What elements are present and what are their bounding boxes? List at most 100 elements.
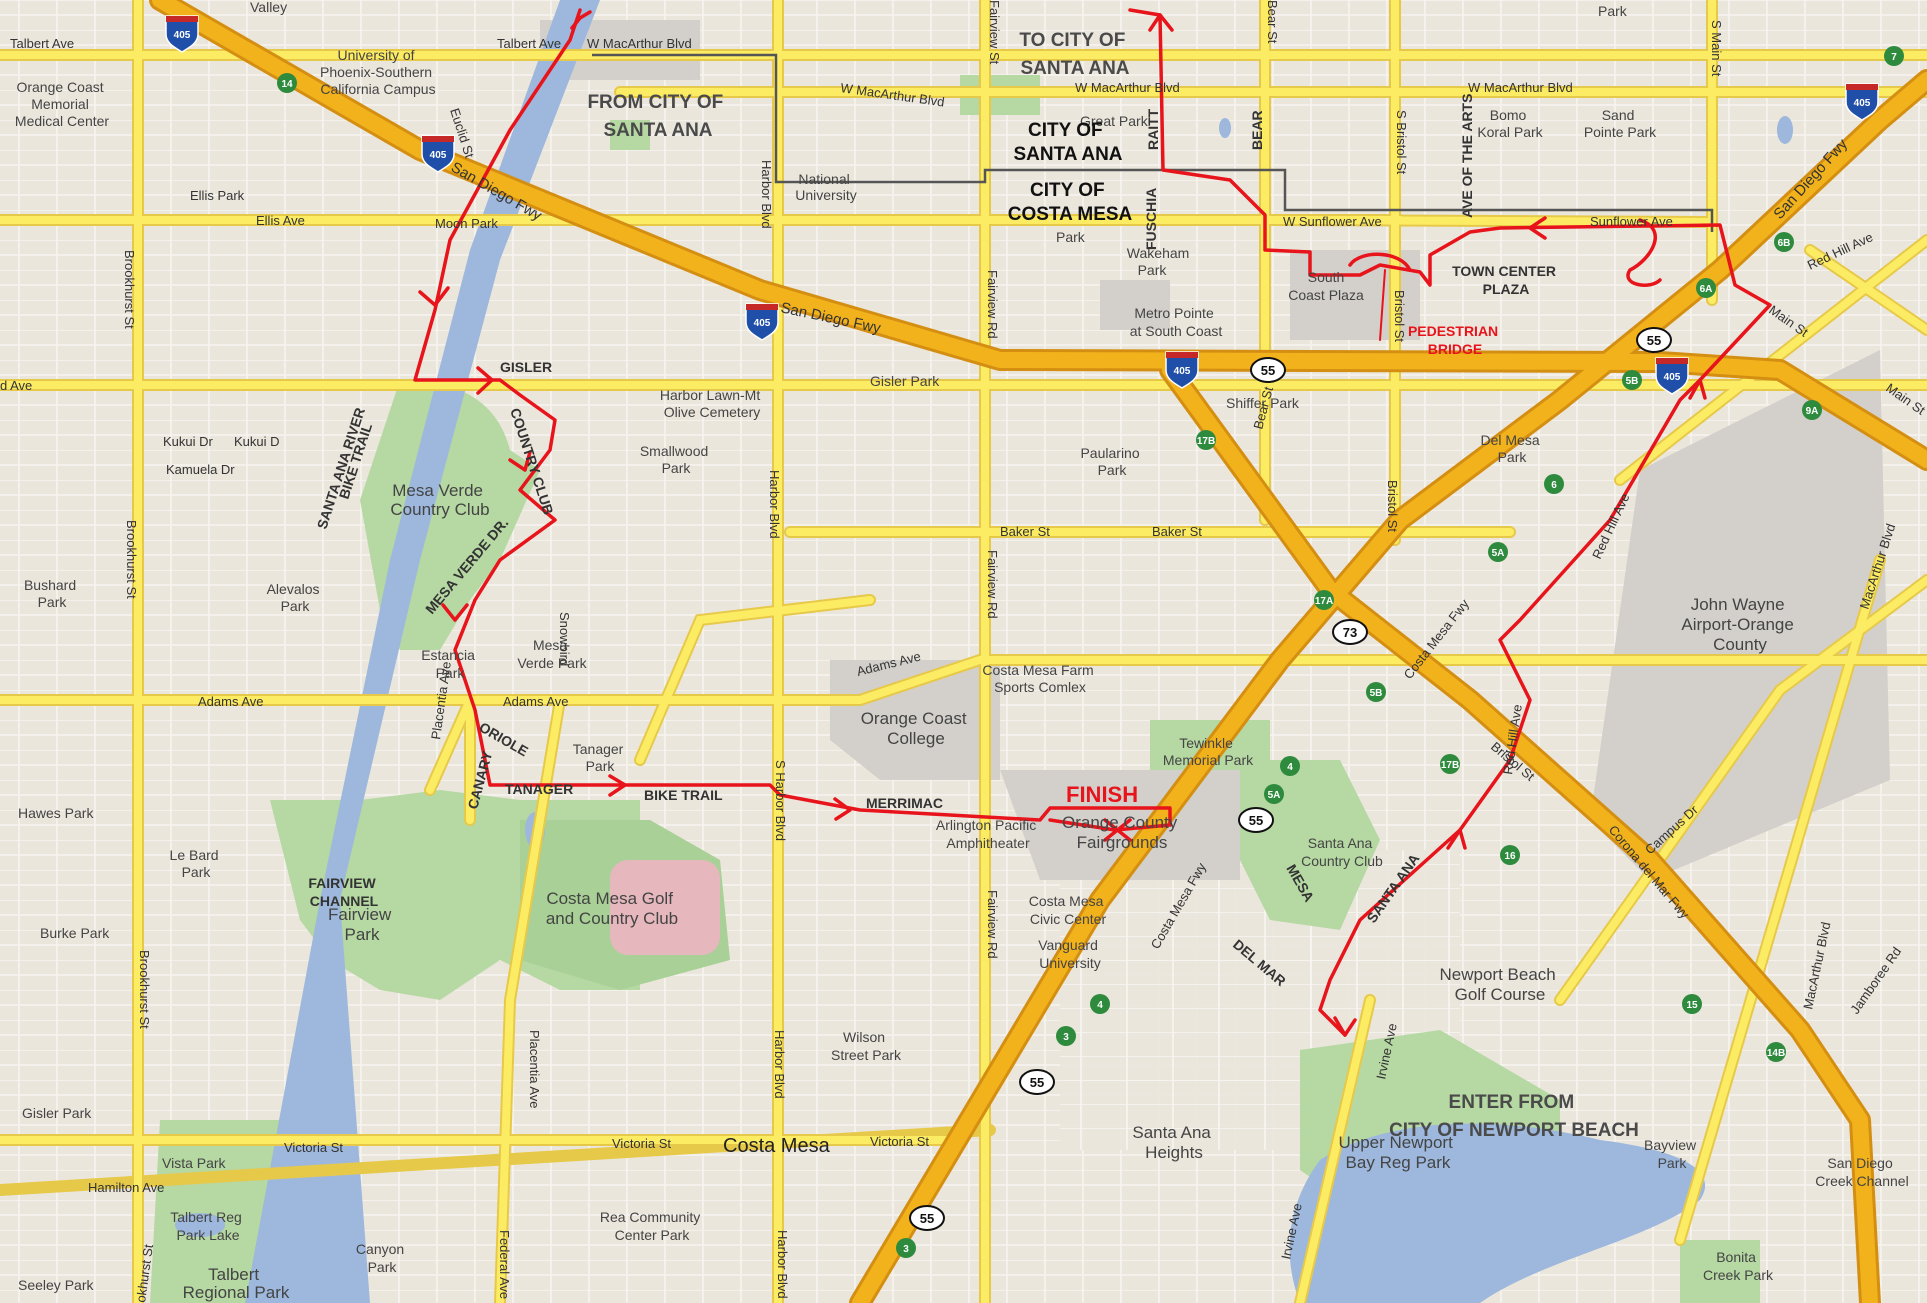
label-national-univ: National University (795, 171, 856, 203)
exit-badge-6: 6 (1551, 480, 1557, 491)
place-labels: Valley University of Phoenix-Southern Ca… (15, 0, 1909, 1302)
label-fairview-2: Fairview Rd (985, 550, 1000, 619)
label-smallwood: Smallwood Park (640, 443, 712, 476)
annot-city-santa-ana: CITY OF SANTA ANA (1013, 120, 1122, 165)
label-federal: Federal Ave (497, 1230, 512, 1299)
label-ellis-ave: Ellis Ave (256, 213, 305, 228)
label-bomo-koral: Bomo Koral Park (1477, 107, 1543, 140)
i405 (152, 0, 1927, 468)
label-vista-park: Vista Park (162, 1155, 227, 1171)
arrow-down-mesa (441, 603, 469, 622)
exit-badge-4: 4 (1287, 762, 1293, 773)
annot-enter-newport: ENTER FROM CITY OF NEWPORT BEACH (1389, 1092, 1639, 1141)
arrow-right-gisler (476, 366, 494, 395)
sr55-marker-b: 55 (1636, 327, 1672, 353)
label-moon-park: Moon Park (435, 216, 498, 231)
commercial-areas (540, 20, 1890, 880)
label-fairview-top: Fairview St (987, 0, 1002, 65)
sr73-marker: 73 (1332, 619, 1368, 645)
i405-shield-d: 405 (1165, 351, 1199, 389)
label-fairview-park: Fairview Park (328, 905, 396, 944)
sr55-marker-a-label: 55 (1261, 363, 1275, 378)
label-talbert-regional: Talbert Regional Park (183, 1265, 290, 1302)
sr55-marker-d-label: 55 (1030, 1075, 1044, 1090)
annot-fuschia: FUSCHIA (1143, 188, 1159, 250)
pedestrian-bridge-arc (1348, 252, 1412, 272)
exit-badge-17b: 17B (1197, 436, 1215, 447)
i405-shield-f: 405 (1845, 83, 1879, 121)
label-victoria-1: Victoria St (284, 1140, 343, 1155)
sr55-marker-b-label: 55 (1647, 333, 1661, 348)
annot-from-santa-ana: FROM CITY OF SANTA ANA (587, 92, 728, 141)
label-sunflower: Sunflower Ave (1590, 214, 1673, 229)
label-john-wayne: John Wayne Airport-Orange County (1681, 595, 1798, 654)
annot-finish: FINISH (1066, 782, 1138, 807)
label-paularino: Paularino Park (1080, 445, 1143, 478)
label-brookhurst-3: Brookhurst St (137, 950, 152, 1029)
label-gisler-park-w: Gisler Park (22, 1105, 92, 1121)
label-upper-newport: Upper Newport Bay Reg Park (1338, 1133, 1457, 1172)
i405-shield-e: 405 (1655, 357, 1689, 395)
talbert-lake (175, 1213, 225, 1237)
label-alevalos: Alevalos Park (267, 581, 324, 614)
arrow-right-merrimac (833, 797, 852, 821)
label-shiffer: Shiffer Park (1226, 395, 1300, 411)
label-fairview-3: Fairview Rd (985, 890, 1000, 959)
label-talbert-ave-2: Talbert Ave (497, 36, 561, 51)
label-arlington: Arlington Pacific Amphitheater (936, 817, 1040, 851)
sr73-marker-label: 73 (1343, 625, 1357, 640)
exit-badge-3: 3 (1063, 1032, 1069, 1043)
annot-tanager: TANAGER (505, 781, 573, 797)
exit-badge-4-b: 4 (1097, 1000, 1103, 1011)
label-ellis-park: Ellis Park (190, 188, 245, 203)
annot-gisler: GISLER (500, 359, 552, 375)
label-hamilton: Hamilton Ave (88, 1180, 164, 1195)
exit-badge-5b: 5B (1626, 376, 1639, 387)
label-oc-fairgrounds: Orange County Fairgrounds (1062, 813, 1182, 852)
label-s-main: S Main St (1709, 20, 1724, 77)
annot-fairview-channel: FAIRVIEW CHANNEL (308, 875, 379, 909)
sr55-marker-a: 55 (1250, 357, 1286, 383)
sr55-marker-c: 55 (1238, 807, 1274, 833)
interstate-shields: 405 405 405 405 405 405 (165, 15, 1879, 395)
label-hawes: Hawes Park (18, 805, 94, 821)
i405-shield-b: 405 (421, 135, 455, 173)
label-costa-mesa-farm: Costa Mesa Farm Sports Comlex (982, 662, 1097, 695)
label-park-small: Park (1056, 229, 1086, 245)
label-victoria-3: Victoria St (870, 1134, 929, 1149)
route-east-segment (1128, 8, 1772, 1037)
label-seeley: Seeley Park (18, 1277, 94, 1293)
bonita-creek-park (1680, 1240, 1760, 1303)
label-santa-ana-heights: Santa Ana Heights (1132, 1123, 1215, 1162)
water-bodies (175, 0, 1793, 1303)
i405-shield-b-label: 405 (430, 150, 447, 161)
sr55 (852, 72, 1927, 1303)
label-baker-2: Baker St (1152, 524, 1202, 539)
exit-badge-9a: 9A (1806, 406, 1819, 417)
label-placentia-2: Placentia Ave (527, 1030, 542, 1109)
annot-merrimac: MERRIMAC (866, 795, 943, 811)
exit-badge-5a-b: 5A (1268, 790, 1281, 801)
label-vanguard: Vanguard University (1038, 937, 1102, 971)
route-loop (1626, 218, 1662, 287)
label-bear-st: Bear St (1265, 0, 1280, 44)
label-bristol: Bristol St (1392, 290, 1407, 342)
arrow-down-1 (418, 286, 450, 307)
label-wilson: Wilson Street Park (831, 1029, 902, 1063)
label-snowbird: Snowbird (557, 612, 572, 666)
label-civic-center: Costa Mesa Civic Center (1029, 893, 1108, 927)
i405-shield-a-label: 405 (174, 30, 191, 41)
label-orange-coast-college: Orange Coast College (861, 709, 972, 748)
label-valley: Valley (250, 0, 287, 15)
label-wakeham: Wakeham Park (1127, 245, 1193, 278)
i405-shield-d-label: 405 (1174, 366, 1191, 377)
label-brookhurst-1: Brookhurst St (122, 250, 137, 329)
pedestrian-bridge-pointer (1379, 269, 1386, 341)
annot-ave-of-arts: AVE OF THE ARTS (1459, 94, 1475, 218)
label-gisler-park-mid: Gisler Park (870, 373, 940, 389)
exit-badge-6a: 6A (1700, 284, 1713, 295)
arrow-left-sunflower (1528, 216, 1547, 240)
label-san-diego-creek: San Diego Creek Channel (1815, 1155, 1908, 1189)
sr55-marker-e-label: 55 (920, 1211, 934, 1226)
